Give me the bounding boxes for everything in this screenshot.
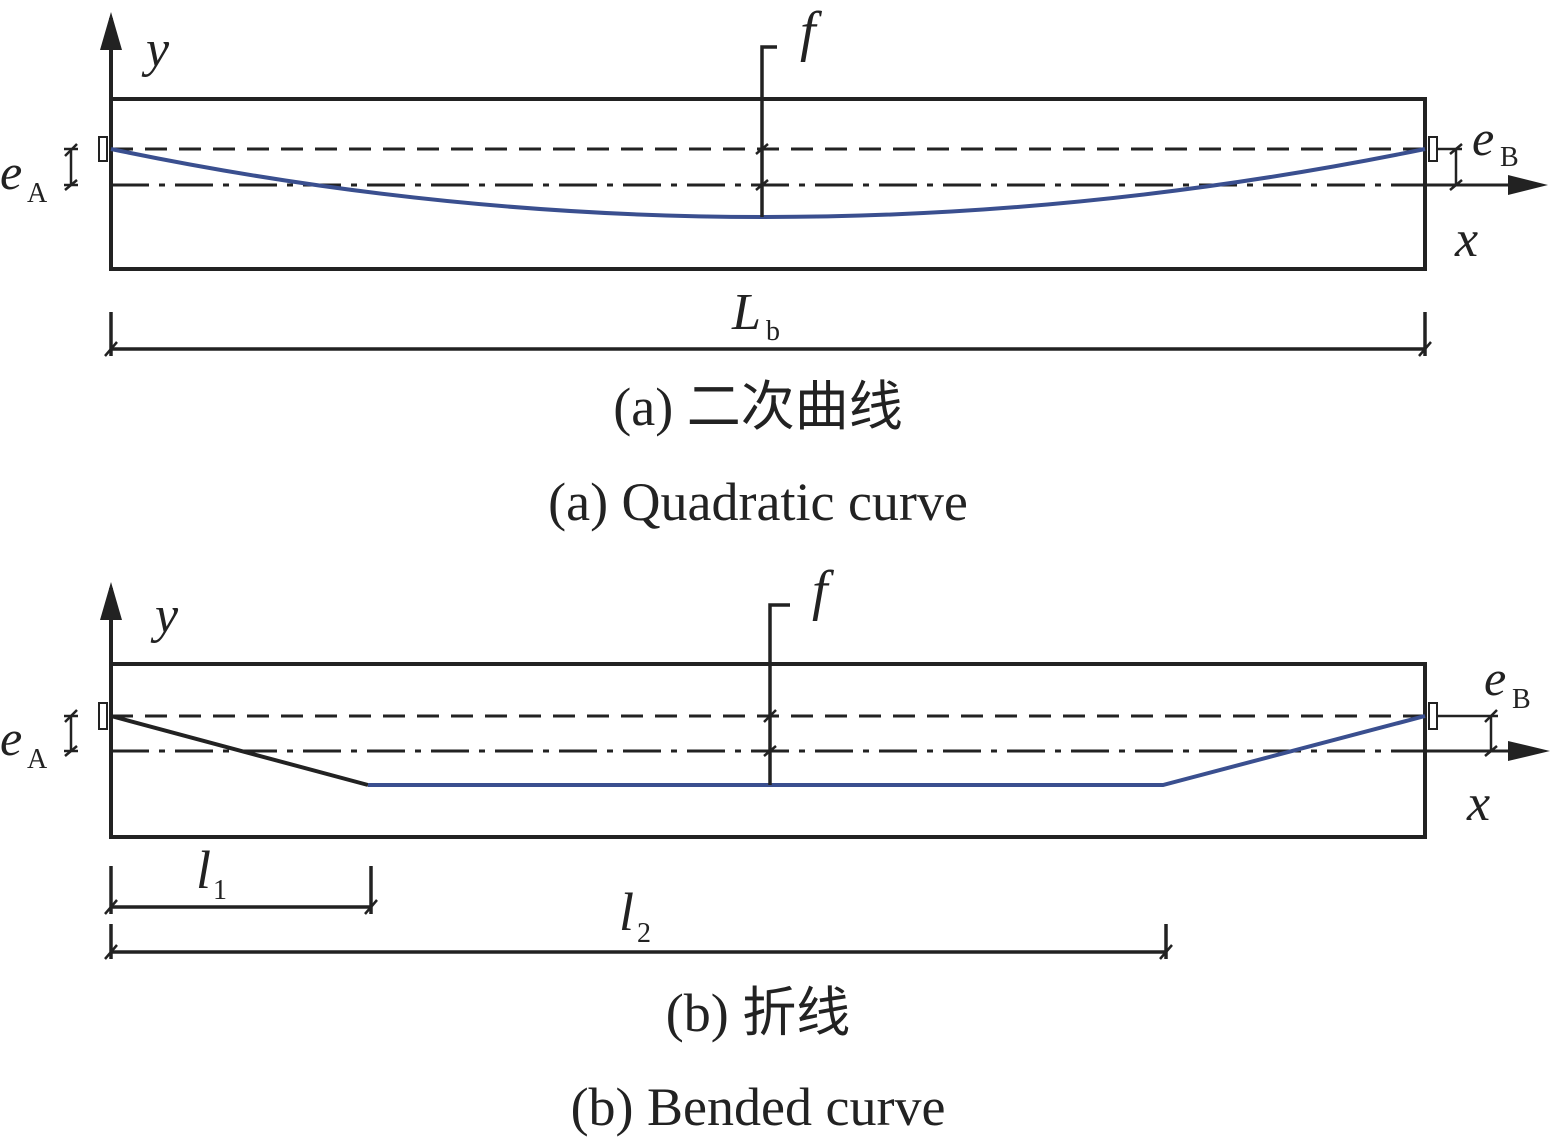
panel-b: y f x e A e B l 1 l 2 (b) 折线 (b) Bended … [0, 560, 1550, 1137]
l1-dimension-b [104, 866, 378, 915]
y-axis-arrow-a [100, 12, 122, 50]
ea-dimension-a [64, 143, 78, 191]
caption-cn-a: (a) 二次曲线 [613, 377, 902, 437]
l2-sub-b: 2 [637, 918, 651, 949]
f-label-b: f [812, 560, 835, 622]
l2-dimension-b [104, 924, 1173, 960]
x-axis-arrow-a [1508, 175, 1548, 195]
ea-label-b: e [0, 710, 22, 766]
ea-sub-a: A [27, 178, 48, 209]
f-dimension-a [755, 45, 777, 217]
l1-label-b: l [196, 840, 211, 900]
x-axis-arrow-b [1508, 741, 1550, 761]
tendon-curve-a [110, 147, 1426, 219]
l1-sub-b: 1 [213, 875, 227, 906]
span-dimension-a [104, 312, 1432, 357]
l2-label-b: l [619, 882, 634, 942]
tendon-segment-1-b [110, 714, 369, 787]
caption-cn-b: (b) 折线 [666, 983, 850, 1043]
f-dimension-b [763, 603, 790, 785]
span-label-a: L [731, 284, 761, 341]
tendon-segment-2-b [368, 714, 1426, 787]
y-axis-label-a: y [141, 21, 170, 78]
y-axis-arrow-b [100, 582, 122, 620]
eb-label-a: e [1472, 110, 1494, 166]
eb-dimension-a [1437, 143, 1463, 191]
anchor-plate-right-a [1428, 136, 1438, 162]
f-label-a: f [800, 1, 823, 63]
caption-en-b: (b) Bended curve [571, 1077, 946, 1137]
eb-sub-b: B [1512, 684, 1531, 715]
caption-en-a: (a) Quadratic curve [548, 472, 968, 532]
x-axis-label-b: x [1466, 775, 1490, 832]
anchor-plate-left-a [98, 136, 108, 162]
anchor-plate-right-b [1428, 702, 1438, 730]
x-axis-label-a: x [1454, 211, 1478, 268]
eb-sub-a: B [1500, 142, 1519, 173]
anchor-plate-left-b [98, 702, 108, 730]
ea-label-a: e [0, 144, 22, 200]
span-sub-a: b [766, 316, 780, 347]
panel-a: y f x e A e B L b (a) 二次曲线 (a) Quadratic… [0, 1, 1548, 532]
eb-label-b: e [1484, 650, 1506, 706]
y-axis-label-b: y [150, 587, 179, 644]
ea-sub-b: A [27, 744, 48, 775]
ea-dimension-b [64, 709, 78, 757]
eb-dimension-b [1437, 709, 1498, 757]
